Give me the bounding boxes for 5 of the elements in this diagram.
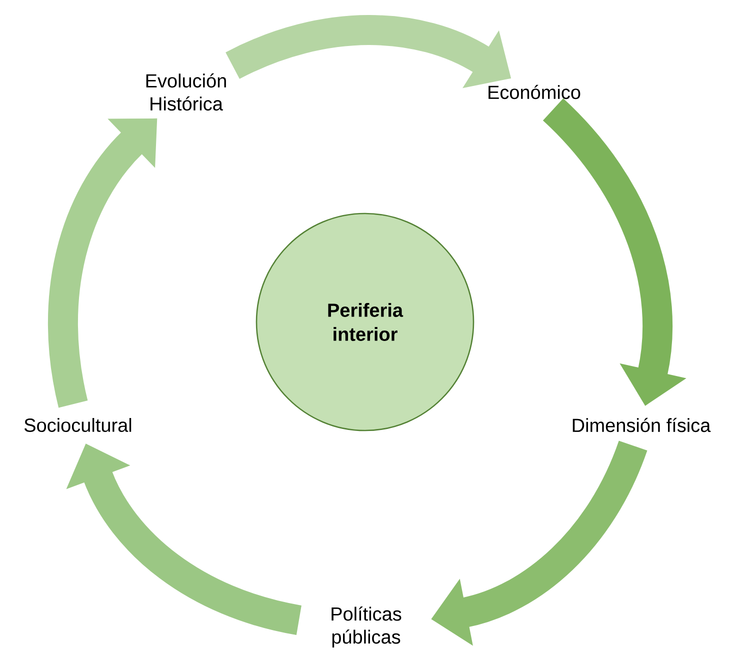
cycle-label: Sociocultural [24, 418, 132, 432]
cycle-label: Políticas públicas [332, 606, 402, 648]
cycle-label: Dimensión física [572, 418, 711, 432]
cycle-label: Evolución Histórica [146, 73, 226, 111]
cycle-label: Económico [488, 84, 580, 100]
